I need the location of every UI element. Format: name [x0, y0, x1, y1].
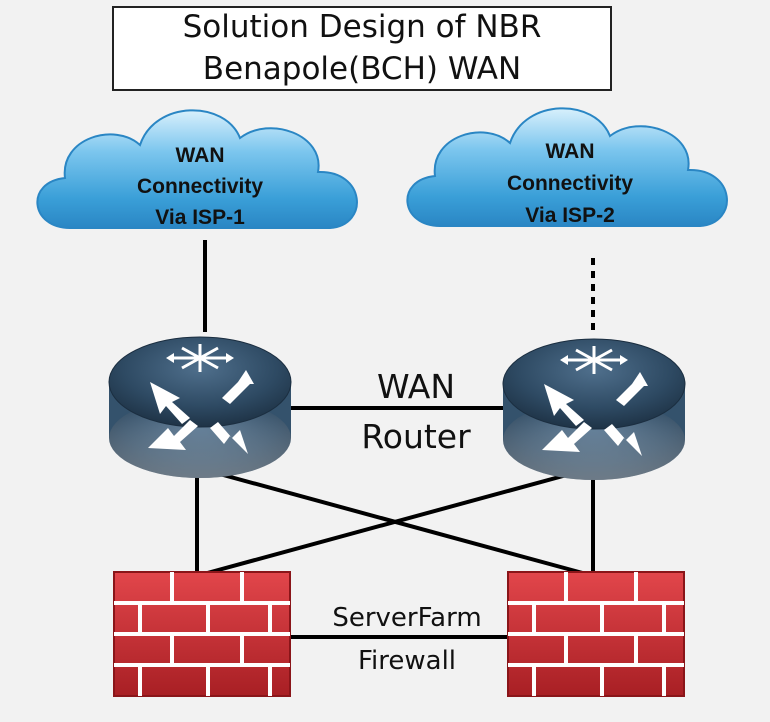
router-icon: [501, 337, 687, 482]
title-line-2: Benapole(BCH) WAN: [203, 51, 521, 87]
cloud-1-line-1: WAN: [176, 144, 225, 167]
title-line-1: Solution Design of NBR: [183, 9, 542, 45]
cloud-isp-1: WAN Connectivity Via ISP-1: [36, 109, 358, 229]
router-label-line-2: Router: [361, 417, 471, 456]
router-icon: [107, 335, 293, 480]
cloud-2-line-3: Via ISP-2: [525, 204, 615, 227]
router-2: [501, 337, 687, 482]
title-box: Solution Design of NBR Benapole(BCH) WAN: [112, 6, 612, 91]
router-label-line-1: WAN: [377, 367, 455, 406]
cloud-1-line-2: Connectivity: [137, 175, 263, 198]
link-router2-firewall1: [199, 468, 586, 577]
firewall-2: [506, 570, 686, 698]
cloud-isp-2: WAN Connectivity Via ISP-2: [406, 107, 728, 227]
firewall-label-line-1: ServerFarm: [332, 603, 481, 633]
cloud-2-line-2: Connectivity: [507, 172, 633, 195]
firewall-icon: [506, 570, 686, 698]
router-1: [107, 335, 293, 480]
firewall-label-line-2: Firewall: [358, 646, 456, 676]
cloud-1-line-3: Via ISP-1: [155, 206, 245, 229]
firewall-icon: [112, 570, 292, 698]
firewall-1: [112, 570, 292, 698]
cloud-2-line-1: WAN: [546, 140, 595, 163]
